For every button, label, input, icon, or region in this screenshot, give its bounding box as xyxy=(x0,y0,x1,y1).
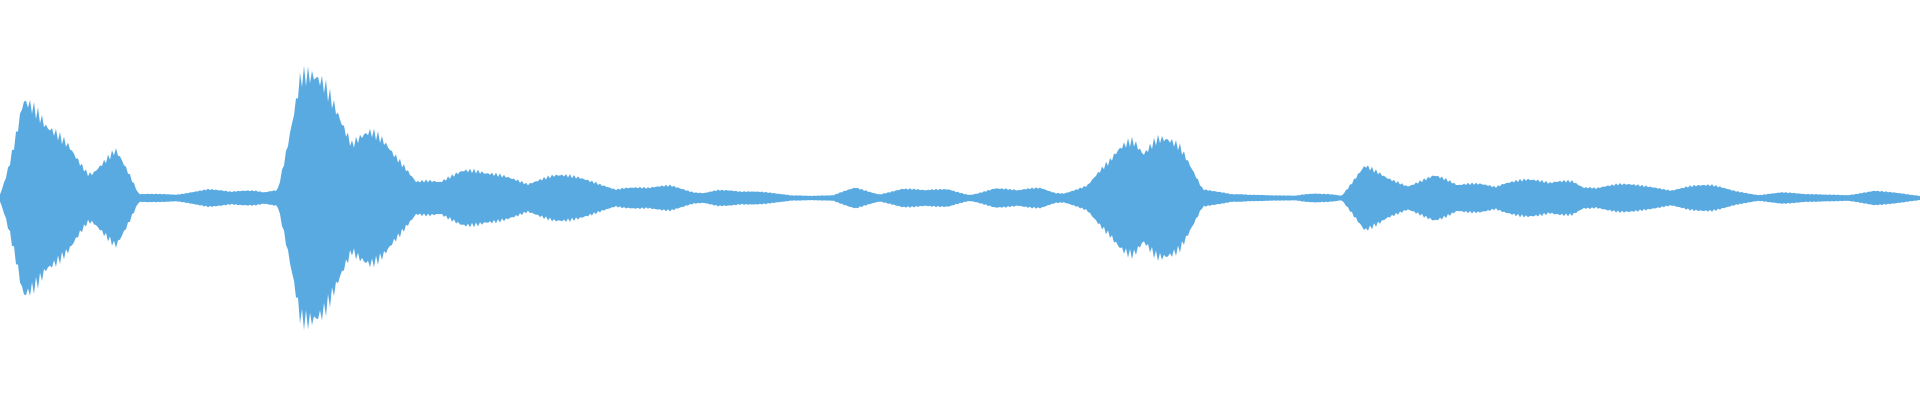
waveform-shape xyxy=(0,65,1920,331)
